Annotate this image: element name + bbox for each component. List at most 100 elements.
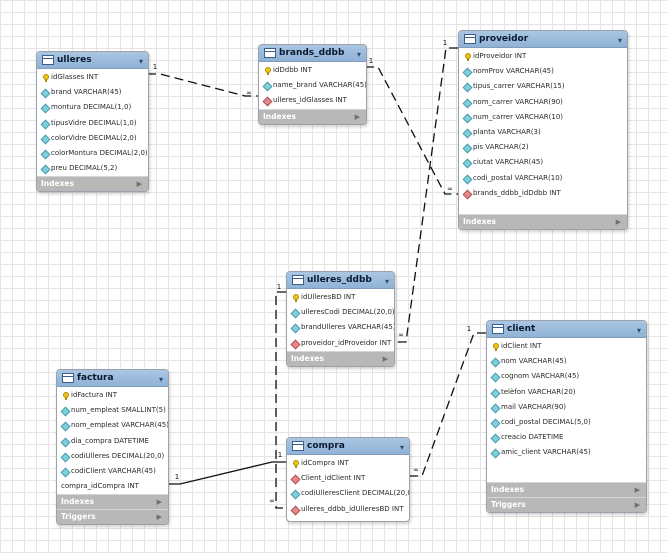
column-row[interactable]: ciutat VARCHAR(45) — [459, 155, 627, 170]
table-header[interactable]: factura▾ — [57, 370, 168, 387]
rel-brands-proveidor[interactable] — [365, 66, 458, 195]
column-row[interactable]: codi_postal VARCHAR(10) — [459, 171, 627, 186]
column-row[interactable]: colorMontura DECIMAL(2,0) — [37, 146, 148, 161]
column-row[interactable]: idGlasses INT — [37, 70, 148, 85]
table-header[interactable]: proveidor▾ — [459, 31, 627, 48]
table-header[interactable]: ulleres_ddbb▾ — [287, 272, 394, 289]
section-indexes[interactable]: Indexes ▶ — [57, 494, 168, 510]
column-row[interactable]: ulleres_ddbb_idUlleresBD INT — [287, 502, 409, 517]
foreign-key-icon — [262, 96, 273, 107]
column-row[interactable]: cognom VARCHAR(45) — [487, 369, 646, 384]
rel-factura-compra[interactable] — [167, 461, 286, 485]
column-row[interactable]: colorVidre DECIMAL(2,0) — [37, 131, 148, 146]
table-brands_ddbb[interactable]: brands_ddbb▾idDdbb INT name_brand VARCHAR… — [258, 44, 367, 125]
section-triggers[interactable]: Triggers▶ — [57, 509, 168, 525]
section-label: Indexes — [61, 497, 94, 507]
column-label: mail VARCHAR(90) — [501, 402, 567, 411]
table-header[interactable]: client▾ — [487, 321, 646, 338]
table-compra[interactable]: compra▾idCompra INT Client_idClient INT co… — [286, 437, 410, 522]
column-row[interactable]: brands_ddbb_idDdbb INT — [459, 186, 627, 201]
section-triggers[interactable]: Triggers▶ — [487, 496, 646, 512]
rel-proveidor-ulleres-ddbb[interactable] — [393, 47, 458, 343]
column-row[interactable]: brand VARCHAR(45) — [37, 85, 148, 100]
column-row[interactable]: idCompra INT — [287, 456, 409, 471]
column-label: idUlleresBD INT — [301, 293, 356, 301]
column-label: name_brand VARCHAR(45) — [273, 81, 367, 90]
expand-arrow-icon[interactable]: ▶ — [354, 112, 360, 121]
column-icon — [462, 174, 473, 184]
column-row[interactable]: Client_idClient INT — [287, 471, 409, 486]
column-label: tipus_carrer VARCHAR(15) — [473, 82, 565, 91]
collapse-chevron-icon[interactable]: ▾ — [617, 36, 622, 45]
expand-arrow-icon[interactable]: ▶ — [634, 485, 640, 494]
column-row[interactable]: idFactura INT — [57, 388, 168, 403]
column-row[interactable]: num_empleat SMALLINT(5) — [57, 403, 168, 418]
column-row[interactable]: nom_empleat VARCHAR(45) — [57, 418, 168, 433]
collapse-chevron-icon[interactable]: ▾ — [158, 375, 163, 384]
column-row[interactable]: montura DECIMAL(1,0) — [37, 100, 148, 115]
column-icon — [40, 149, 51, 160]
column-row[interactable]: name_brand VARCHAR(45) — [259, 78, 366, 93]
rel-ulleres-ddbb-compra[interactable] — [275, 291, 286, 509]
column-row[interactable]: num_carrer VARCHAR(10) — [459, 110, 627, 125]
section-indexes[interactable]: Indexes▶ — [37, 176, 148, 192]
section-indexes[interactable]: Indexes▶ — [487, 481, 646, 497]
column-row[interactable]: brandUlleres VARCHAR(45) — [287, 320, 394, 335]
column-row[interactable]: mail VARCHAR(90) — [487, 400, 646, 415]
column-icon — [60, 452, 71, 463]
column-row[interactable]: creacio DATETIME — [487, 430, 646, 445]
table-ulleres_ddbb[interactable]: ulleres_ddbb▾ idUlleresBD INT ulleresCodi … — [286, 271, 395, 367]
collapse-chevron-icon[interactable]: ▾ — [356, 50, 361, 59]
column-row[interactable]: telèfon VARCHAR(20) — [487, 385, 646, 400]
column-row[interactable]: tipusVidre DECIMAL(1,0) — [37, 116, 148, 131]
table-header[interactable]: compra▾ — [287, 438, 409, 455]
column-row[interactable]: codiUlleres DECIMAL(20,0) — [57, 449, 168, 464]
column-row[interactable]: preu DECIMAL(5,2) — [37, 161, 148, 176]
column-row[interactable]: nom VARCHAR(45) — [487, 354, 646, 369]
collapse-chevron-icon[interactable]: ▾ — [138, 57, 143, 66]
column-row[interactable]: nomProv VARCHAR(45) — [459, 64, 627, 79]
section-indexes[interactable]: Indexes▶ — [287, 350, 394, 366]
column-row[interactable]: dia_compra DATETIME — [57, 434, 168, 449]
section-indexes[interactable]: Indexes▶ — [259, 108, 366, 124]
column-row[interactable]: nom_carrer VARCHAR(90) — [459, 95, 627, 110]
column-row[interactable]: codi_postal DECIMAL(5,0) — [487, 415, 646, 430]
column-row[interactable]: amic_client VARCHAR(45) — [487, 445, 646, 460]
column-label: Client_idClient INT — [301, 474, 366, 483]
column-icon — [462, 143, 473, 154]
expand-arrow-icon[interactable]: ▶ — [382, 354, 388, 363]
expand-arrow-icon[interactable]: ▶ — [156, 498, 162, 507]
column-row[interactable]: ulleres_idGlasses INT — [259, 93, 366, 108]
table-header[interactable]: brands_ddbb▾ — [259, 45, 366, 62]
table-header[interactable]: ulleres▾ — [37, 52, 148, 69]
column-row[interactable]: compra_idCompra INT — [57, 479, 168, 494]
column-row[interactable]: pis VARCHAR(2) — [459, 140, 627, 155]
column-row[interactable]: idProveidor INT — [459, 49, 627, 64]
column-row[interactable]: idClient INT — [487, 339, 646, 354]
expand-arrow-icon[interactable]: ▶ — [136, 180, 142, 189]
column-row[interactable]: planta VARCHAR(3) — [459, 125, 627, 140]
column-row[interactable]: ulleresCodi DECIMAL(20,0) — [287, 305, 394, 320]
collapse-chevron-icon[interactable]: ▾ — [636, 326, 641, 335]
column-row[interactable]: tipus_carrer VARCHAR(15) — [459, 79, 627, 94]
expand-arrow-icon[interactable]: ▶ — [634, 500, 640, 509]
expand-arrow-icon[interactable]: ▶ — [615, 217, 621, 226]
column-row[interactable]: codiClient VARCHAR(45) — [57, 464, 168, 479]
rel-client-compra[interactable] — [408, 332, 486, 477]
collapse-chevron-icon[interactable]: ▾ — [384, 277, 389, 286]
column-icon — [462, 98, 473, 109]
column-row[interactable]: idDdbb INT — [259, 63, 366, 78]
collapse-chevron-icon[interactable]: ▾ — [399, 443, 404, 452]
column-row[interactable]: proveidor_idProveidor INT — [287, 336, 394, 351]
column-row[interactable]: codiUlleresClient DECIMAL(20,0) — [287, 486, 409, 501]
section-indexes[interactable]: Indexes▶ — [459, 213, 627, 229]
column-icon — [60, 437, 71, 448]
column-row[interactable]: idUlleresBD INT — [287, 290, 394, 305]
column-label: codiUlleresClient DECIMAL(20,0) — [301, 489, 410, 498]
expand-arrow-icon[interactable]: ▶ — [156, 513, 162, 522]
